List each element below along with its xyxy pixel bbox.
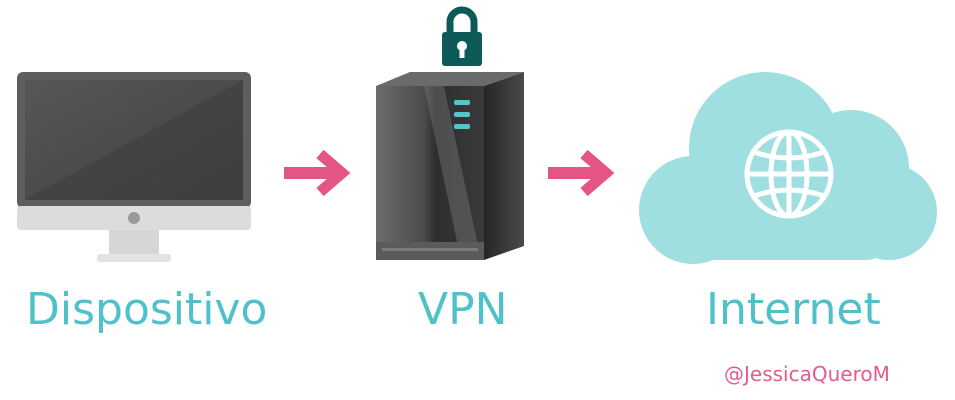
label-internet: Internet [706, 284, 881, 335]
arrow-right-icon [284, 150, 351, 197]
server-tower-icon [376, 72, 524, 260]
arrow-right-icon [548, 150, 615, 197]
padlock-icon [442, 6, 482, 66]
author-credit: @JessicaQueroM [724, 362, 890, 386]
globe-icon [744, 129, 834, 219]
label-device: Dispositivo [26, 284, 268, 335]
desktop-monitor-icon [17, 72, 251, 262]
cloud-icon [639, 72, 937, 264]
label-vpn: VPN [418, 284, 508, 335]
